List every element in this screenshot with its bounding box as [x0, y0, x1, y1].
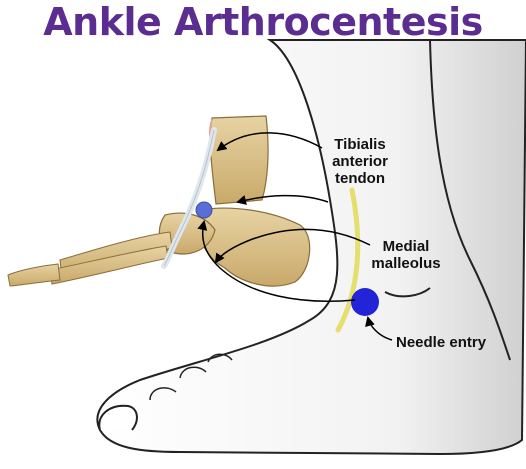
annotation-arrows: [197, 132, 393, 341]
joint-target-dot: [195, 201, 213, 219]
foot-outline: [96, 39, 526, 456]
needle-entry-dot: [351, 288, 379, 316]
saphenous-vein-line: [335, 187, 361, 333]
label-tibialis-anterior-tendon: Tibialis anterior tendon: [322, 136, 398, 187]
label-line: tendon: [335, 170, 385, 187]
foot-bones: [7, 115, 311, 287]
label-line: anterior: [332, 153, 388, 170]
label-needle-entry: Needle entry: [396, 334, 487, 351]
label-line: Medial: [382, 238, 430, 255]
label-medial-malleolus: Medial malleolus: [366, 238, 446, 272]
label-line: malleolus: [371, 255, 441, 272]
label-line: Tibialis: [334, 136, 386, 153]
page-title: Ankle Arthrocentesis: [43, 0, 483, 44]
